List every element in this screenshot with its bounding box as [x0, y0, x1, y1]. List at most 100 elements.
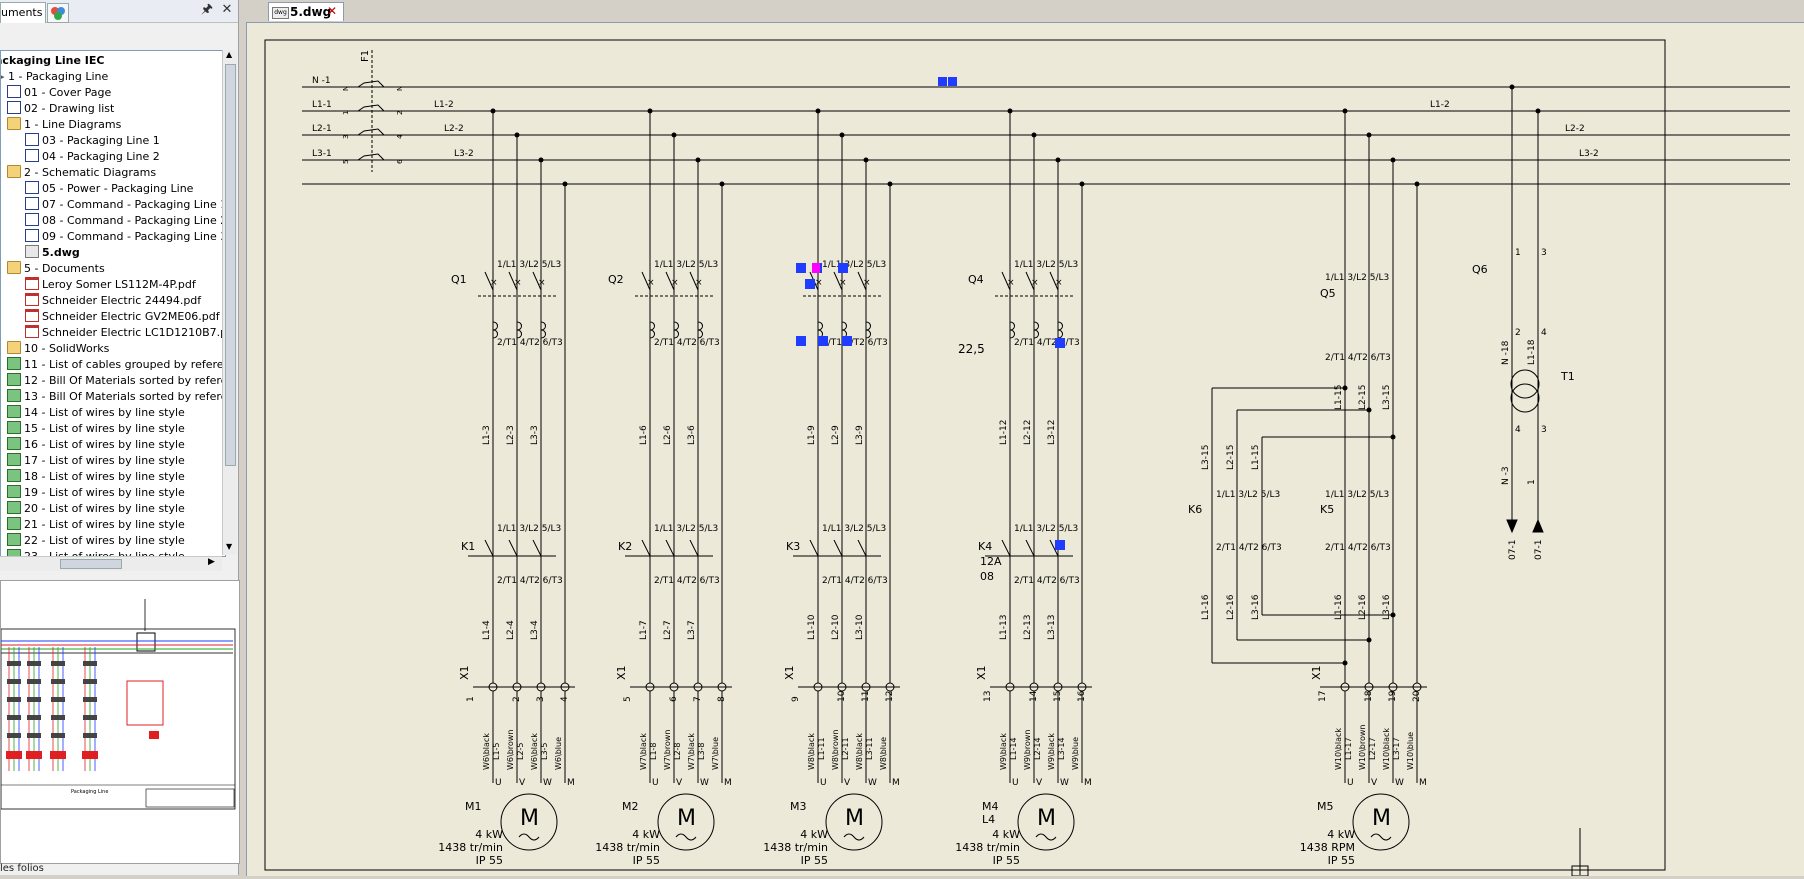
panel-header: uments 🖈 ✕ — [0, 0, 238, 23]
tree-item[interactable]: 04 - Packaging Line 2 — [25, 149, 160, 165]
report-icon — [7, 469, 21, 482]
junction-dot — [562, 181, 568, 187]
scroll-up-arrow-icon[interactable]: ▲ — [226, 50, 233, 59]
motor-terminal-label: V — [1371, 778, 1378, 788]
tree-item[interactable]: 5.dwg — [25, 245, 80, 261]
cable-label: W9\black — [1047, 733, 1056, 770]
tree-item[interactable]: 1 - Line Diagrams — [7, 117, 121, 133]
tree-item[interactable]: 13 - Bill Of Materials sorted by referen… — [7, 389, 225, 405]
tree-vertical-scrollbar[interactable]: ▲ ▼ — [222, 50, 237, 555]
tree-item[interactable]: 07 - Command - Packaging Line 1 — [25, 197, 225, 213]
junction-dot — [1055, 157, 1061, 163]
pin-label: 3 — [1541, 248, 1547, 258]
tree-item[interactable]: 14 - List of wires by line style — [7, 405, 185, 421]
tree-item[interactable]: 5 - Documents — [7, 261, 105, 277]
contactor-contact — [857, 539, 867, 557]
tree-item[interactable]: 01 - Cover Page — [7, 85, 111, 101]
fuse-label: F1 — [360, 50, 371, 62]
tab-documents[interactable]: uments — [0, 2, 46, 23]
tree-item[interactable]: 02 - Drawing list — [7, 101, 114, 117]
tree-item[interactable]: 16 - List of wires by line style — [7, 437, 185, 453]
tree-item[interactable]: 12 - Bill Of Materials sorted by referen… — [7, 373, 225, 389]
tree-item[interactable]: 18 - List of wires by line style — [7, 469, 185, 485]
preview-motor — [26, 751, 42, 759]
pin-icon[interactable]: 🖈 — [200, 2, 214, 17]
tree-item[interactable]: 21 - List of wires by line style — [7, 517, 185, 533]
tree-item[interactable]: 17 - List of wires by line style — [7, 453, 185, 469]
tree-item[interactable]: 20 - List of wires by line style — [7, 501, 185, 517]
motor-ip: IP 55 — [801, 854, 828, 867]
grip-handle[interactable] — [938, 77, 947, 86]
project-panel: uments 🖈 ✕ ackaging Line IEC▸ 1 - Packag… — [0, 0, 240, 875]
tree-item[interactable]: 22 - List of wires by line style — [7, 533, 185, 549]
tree-item[interactable]: 05 - Power - Packaging Line — [25, 181, 193, 197]
tree-item[interactable]: ackaging Line IEC — [1, 53, 104, 69]
tab-components[interactable] — [47, 3, 69, 23]
grip-handle[interactable] — [818, 336, 828, 346]
grip-handle[interactable] — [1055, 338, 1065, 348]
close-tab-icon[interactable]: ✕ — [327, 4, 338, 18]
tree-item[interactable]: 09 - Command - Packaging Line 3 — [25, 229, 225, 245]
grip-handle[interactable] — [805, 279, 815, 289]
transformer-winding — [1510, 369, 1540, 399]
tree-item-label: 19 - List of wires by line style — [24, 486, 185, 499]
tree-horizontal-scrollbar[interactable]: ▶ — [0, 556, 222, 571]
expand-arrow-icon[interactable]: ▸ — [1, 70, 8, 83]
wire-label: L2-12 — [1023, 420, 1033, 445]
tree-item-label: 05 - Power - Packaging Line — [42, 182, 194, 195]
tree-item[interactable]: 03 - Packaging Line 1 — [25, 133, 160, 149]
scroll-right-arrow-icon[interactable]: ▶ — [208, 557, 215, 567]
tree-item[interactable]: Schneider Electric 24494.pdf — [25, 293, 201, 309]
tree-item[interactable]: ▸ 1 - Packaging Line — [1, 69, 108, 85]
tree-item-label: 20 - List of wires by line style — [24, 502, 185, 515]
grip-handle[interactable] — [838, 263, 848, 273]
pdf-icon — [25, 325, 39, 338]
close-panel-icon[interactable]: ✕ — [221, 2, 233, 17]
grip-handle[interactable] — [1055, 540, 1065, 550]
tab-5-dwg[interactable]: dwg 5.dwg ✕ — [268, 2, 344, 21]
tree-item[interactable]: 23 - List of wires by line style — [7, 549, 185, 556]
wire-label: N -18 — [1501, 340, 1511, 365]
tree-item[interactable]: 2 - Schematic Diagrams — [7, 165, 156, 181]
grip-handle[interactable] — [796, 336, 806, 346]
motor-terminal-label: M — [892, 778, 900, 788]
tree-item[interactable]: Schneider Electric LC1D1210B7.pdf — [25, 325, 225, 341]
motor-letter: M — [677, 806, 696, 831]
wire-label: L3-15 — [1201, 445, 1211, 470]
tree-item[interactable]: 19 - List of wires by line style — [7, 485, 185, 501]
tree-item[interactable]: Schneider Electric GV2ME06.pdf — [25, 309, 220, 325]
cable-wire-label: L3-8 — [697, 742, 706, 760]
drawing-preview[interactable]: Packaging Line — [0, 580, 240, 864]
contactor-contact — [833, 539, 843, 557]
scroll-thumb[interactable] — [225, 64, 236, 466]
project-tree[interactable]: ackaging Line IEC▸ 1 - Packaging Line01 … — [0, 50, 226, 557]
tree-item[interactable]: 11 - List of cables grouped by reference — [7, 357, 225, 373]
pin-label: 2 — [1515, 328, 1521, 338]
preview-symbol — [83, 661, 97, 666]
bus-left-label: L3-1 — [312, 149, 332, 159]
tree-item[interactable]: Leroy Somer LS112M-4P.pdf — [25, 277, 196, 293]
motor-terminal-label: U — [652, 778, 659, 788]
scroll-down-arrow-icon[interactable]: ▼ — [226, 542, 233, 551]
pin-label: 4 — [1515, 425, 1521, 435]
grip-handle[interactable] — [796, 263, 806, 273]
wire-label: L1-16 — [1201, 594, 1211, 620]
tree-item[interactable]: 08 - Command - Packaging Line 2 — [25, 213, 225, 229]
grip-handle[interactable] — [842, 336, 852, 346]
tree-item[interactable]: 10 - SolidWorks — [7, 341, 109, 357]
page-icon — [25, 133, 39, 146]
cable-wire-label: L2-14 — [1033, 737, 1042, 760]
grip-handle-selected[interactable] — [812, 263, 820, 273]
pin-label: 1/L1 3/L2 5/L3 — [1014, 260, 1078, 270]
tree-item[interactable]: 15 - List of wires by line style — [7, 421, 185, 437]
hscroll-thumb[interactable] — [60, 559, 122, 569]
contact-mark: × — [514, 278, 522, 288]
pin-label: 2/T1 4/T2 6/T3 — [1216, 543, 1282, 553]
motor-label: M5 — [1317, 800, 1334, 813]
motor-letter: M — [1372, 806, 1391, 831]
tree-item-label: 21 - List of wires by line style — [24, 518, 185, 531]
grip-handle[interactable] — [948, 77, 957, 86]
motor-symbol — [657, 793, 715, 851]
